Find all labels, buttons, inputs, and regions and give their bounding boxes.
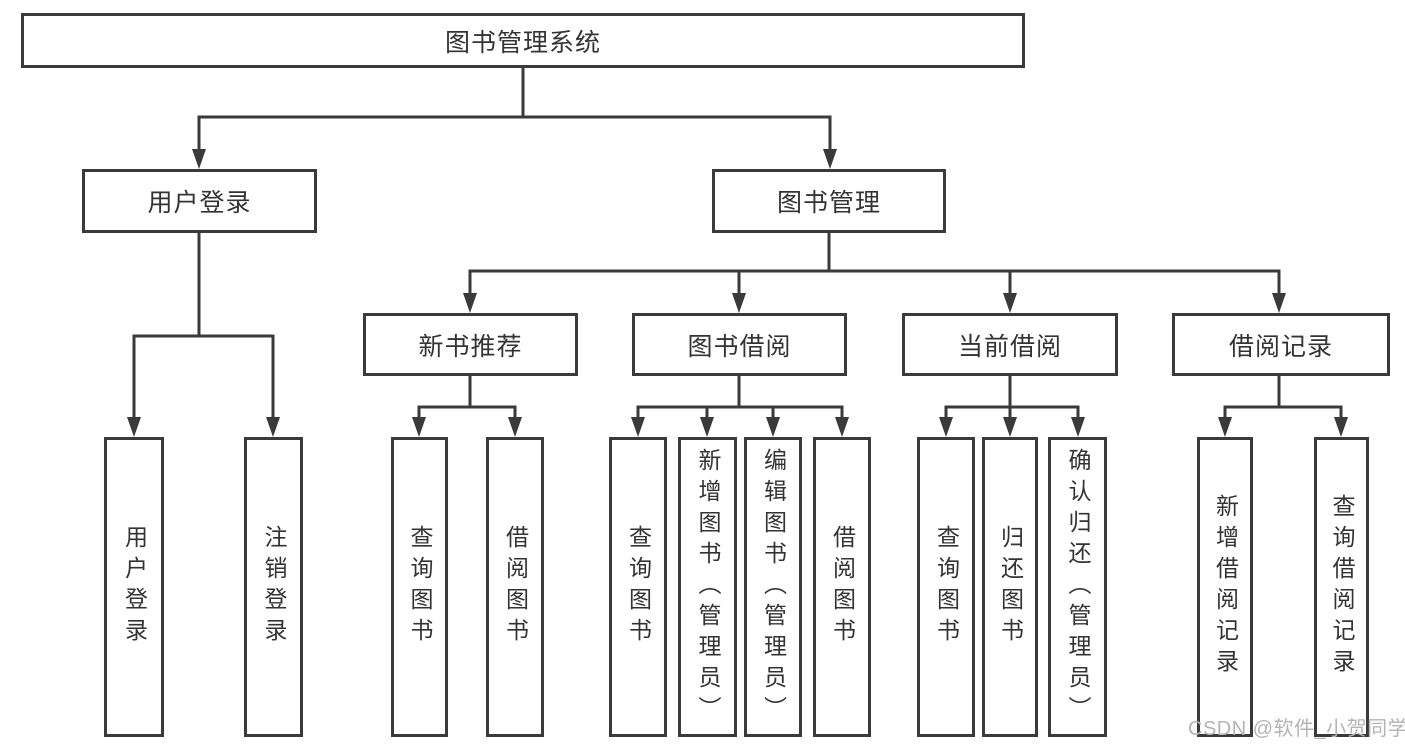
leaf-user-login: 用户登录 (104, 437, 164, 737)
leaf-confirm-return-admin: 确认归还（管理员） (1048, 437, 1107, 737)
node-label: 查询图书 (625, 525, 652, 649)
leaf-add-borrow-record: 新增借阅记录 (1197, 437, 1253, 737)
node-label: 注销登录 (261, 525, 287, 649)
node-label: 图书管理系统 (444, 28, 601, 57)
arrowheads (127, 149, 1348, 437)
node-library-management-system: 图书管理系统 (21, 13, 1025, 68)
node-book-management: 图书管理 (712, 169, 946, 233)
leaf-return-books: 归还图书 (982, 437, 1038, 737)
leaf-borrow-books-borrowing: 借阅图书 (813, 437, 871, 737)
node-borrowing-records: 借阅记录 (1172, 313, 1390, 376)
node-label: 查询借阅记录 (1329, 494, 1355, 680)
leaf-query-books-current: 查询图书 (917, 437, 975, 737)
node-book-borrowing: 图书借阅 (632, 313, 847, 376)
node-label: 用户登录 (147, 189, 252, 217)
leaf-query-borrow-record: 查询借阅记录 (1314, 437, 1369, 737)
node-label: 新书推荐 (418, 332, 523, 361)
node-label: 当前借阅 (957, 332, 1062, 361)
node-user-login: 用户登录 (82, 169, 317, 233)
leaf-borrow-books-recommend: 借阅图书 (486, 437, 544, 737)
node-current-borrowing: 当前借阅 (902, 313, 1118, 376)
node-new-book-recommend: 新书推荐 (363, 313, 578, 376)
node-label: 图书管理 (776, 189, 881, 217)
leaf-query-books-recommend: 查询图书 (391, 437, 448, 737)
node-label: 借阅记录 (1228, 332, 1333, 361)
node-label: 编辑图书（管理员） (760, 447, 787, 727)
node-label: 图书借阅 (687, 332, 792, 361)
node-label: 借阅图书 (502, 525, 529, 649)
node-label: 新增借阅记录 (1212, 494, 1239, 680)
node-label: 归还图书 (997, 525, 1024, 649)
leaf-query-books-borrowing: 查询图书 (609, 437, 667, 737)
node-label: 查询图书 (933, 525, 960, 649)
leaf-add-book-admin: 新增图书（管理员） (678, 437, 737, 737)
node-label: 借阅图书 (829, 525, 856, 649)
node-label: 新增图书（管理员） (695, 447, 721, 727)
watermark-text: CSDN @软件_小贺同学 (1188, 718, 1405, 740)
node-label: 用户登录 (121, 525, 148, 649)
leaf-edit-book-admin: 编辑图书（管理员） (744, 437, 802, 737)
leaf-logout: 注销登录 (244, 437, 303, 737)
node-label: 查询图书 (407, 525, 433, 649)
node-label: 确认归还（管理员） (1065, 447, 1091, 727)
